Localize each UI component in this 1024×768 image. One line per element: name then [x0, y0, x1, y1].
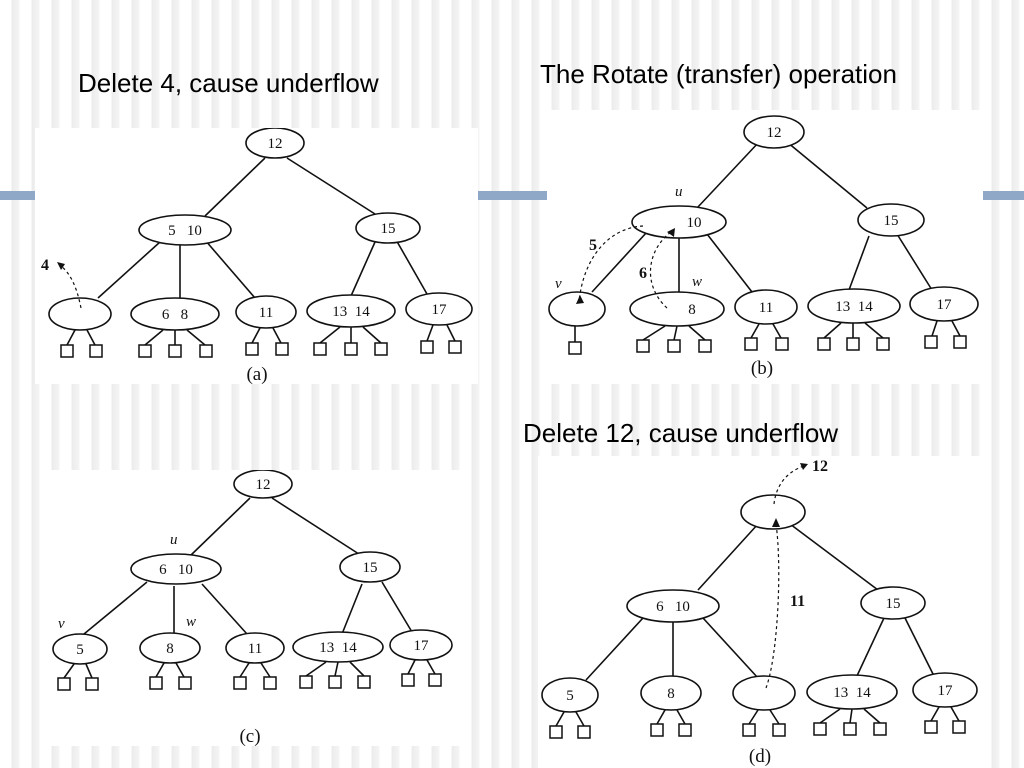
node-label-v: v: [555, 276, 562, 292]
panel-c: 12 6 10 15 5 8 11 13 14 17 u v w (c): [42, 470, 461, 746]
svg-text:11: 11: [248, 641, 262, 657]
tree-node: 10: [631, 205, 727, 239]
tree-node: 6 8: [130, 297, 220, 331]
tree-node: 15: [355, 212, 421, 244]
tree-node-empty: [740, 494, 806, 530]
panel-label-a: (a): [246, 364, 267, 384]
panel-label-b: (b): [751, 358, 773, 379]
svg-text:8: 8: [667, 686, 675, 702]
leaf-squares: [60, 324, 462, 358]
svg-text:11: 11: [259, 305, 273, 321]
svg-text:13 14: 13 14: [835, 299, 873, 315]
tree-diagram-d: 6 10 15 5 8 13 14 17 12 11 (d): [541, 458, 978, 767]
svg-text:17: 17: [432, 302, 448, 318]
panel-b: 12 10 15 8 11 13 14 17 5 6 u v w (b): [547, 110, 983, 384]
svg-text:6 10: 6 10: [159, 562, 193, 578]
tree-node-empty: [732, 675, 796, 711]
removed-key-label: 12: [812, 458, 828, 475]
node-label-u: u: [675, 184, 683, 200]
tree-node: 17: [912, 672, 978, 708]
tree-node: 13 14: [306, 294, 396, 328]
tree-node: 5: [541, 677, 599, 713]
tree-node: 17: [405, 292, 473, 326]
svg-text:6 8: 6 8: [162, 307, 188, 323]
panel-a: 12 5 10 15 6 8 11 13 14 17 4 (a): [35, 128, 478, 384]
node-label-u: u: [170, 532, 178, 548]
tree-node: 8: [640, 675, 702, 711]
node-label-v: v: [58, 616, 65, 632]
caption-delete-4: Delete 4, cause underflow: [78, 68, 379, 98]
leaf-squares: [57, 659, 442, 691]
tree-node: 11: [225, 632, 285, 664]
tree-node: 5: [52, 633, 108, 665]
tree-node: 15: [339, 551, 401, 583]
tree-node: 8: [629, 291, 725, 327]
title-band: [0, 191, 1024, 200]
caption-rotate-operation: The Rotate (transfer) operation: [540, 59, 897, 89]
svg-text:12: 12: [256, 477, 271, 493]
svg-text:13 14: 13 14: [319, 640, 357, 656]
tree-diagram-a: 12 5 10 15 6 8 11 13 14 17 4 (a): [41, 128, 473, 384]
panel-label-c: (c): [239, 726, 260, 746]
svg-text:5: 5: [566, 688, 574, 704]
svg-text:6 10: 6 10: [656, 599, 690, 615]
caption-delete-12: Delete 12, cause underflow: [523, 418, 839, 448]
removal-arrow: [60, 265, 82, 309]
svg-text:17: 17: [937, 297, 953, 313]
tree-node: 13 14: [292, 631, 384, 663]
tree-node: 15: [857, 203, 925, 237]
tree-node-empty: [48, 297, 112, 331]
removal-arrow: [773, 465, 805, 505]
svg-text:11: 11: [759, 300, 773, 316]
panel-label-d: (d): [749, 746, 771, 767]
tree-node: 12: [743, 115, 805, 149]
svg-text:10: 10: [687, 215, 702, 231]
svg-text:5: 5: [76, 642, 84, 658]
svg-text:13 14: 13 14: [332, 304, 370, 320]
tree-node: 6 10: [626, 589, 720, 623]
svg-text:15: 15: [884, 213, 899, 229]
node-label-w: w: [186, 614, 196, 630]
removed-key-label: 4: [41, 257, 49, 274]
moved-key-down-label: 5: [589, 237, 597, 254]
tree-diagram-b: 12 10 15 8 11 13 14 17 5 6 u v w (b): [548, 115, 979, 379]
tree-node-empty: [548, 291, 606, 327]
svg-text:13 14: 13 14: [833, 685, 871, 701]
tree-node: 15: [860, 586, 926, 620]
svg-text:8: 8: [166, 641, 174, 657]
moved-key-up-label: 6: [639, 265, 647, 282]
tree-node: 12: [233, 470, 293, 499]
tree-node: 6 10: [130, 553, 222, 585]
tree-node: 8: [139, 632, 201, 664]
svg-text:17: 17: [414, 638, 430, 654]
svg-text:15: 15: [363, 560, 378, 576]
tree-node: 17: [389, 629, 453, 661]
svg-text:15: 15: [886, 596, 901, 612]
tree-node: 5 10: [138, 214, 232, 246]
panel-d: 6 10 15 5 8 13 14 17 12 11 (d): [538, 456, 982, 768]
leaf-squares: [568, 320, 967, 355]
successor-up-arrow: [765, 523, 780, 689]
svg-text:12: 12: [767, 125, 782, 141]
leaf-squares: [549, 706, 966, 739]
tree-node: 12: [245, 128, 305, 159]
tree-node: 13 14: [807, 288, 901, 324]
tree-node: 17: [909, 286, 979, 322]
svg-text:8: 8: [688, 302, 696, 318]
rotate-up-arrow: [650, 231, 672, 309]
svg-text:17: 17: [938, 683, 954, 699]
tree-node: 13 14: [806, 674, 898, 710]
tree-diagram-c: 12 6 10 15 5 8 11 13 14 17 u v w (c): [52, 470, 453, 746]
successor-key-label: 11: [790, 593, 805, 610]
svg-text:5 10: 5 10: [168, 223, 202, 239]
tree-node: 11: [734, 289, 798, 325]
node-label-w: w: [692, 274, 702, 290]
tree-node: 11: [235, 295, 297, 329]
svg-text:12: 12: [268, 136, 283, 152]
svg-text:15: 15: [381, 221, 396, 237]
